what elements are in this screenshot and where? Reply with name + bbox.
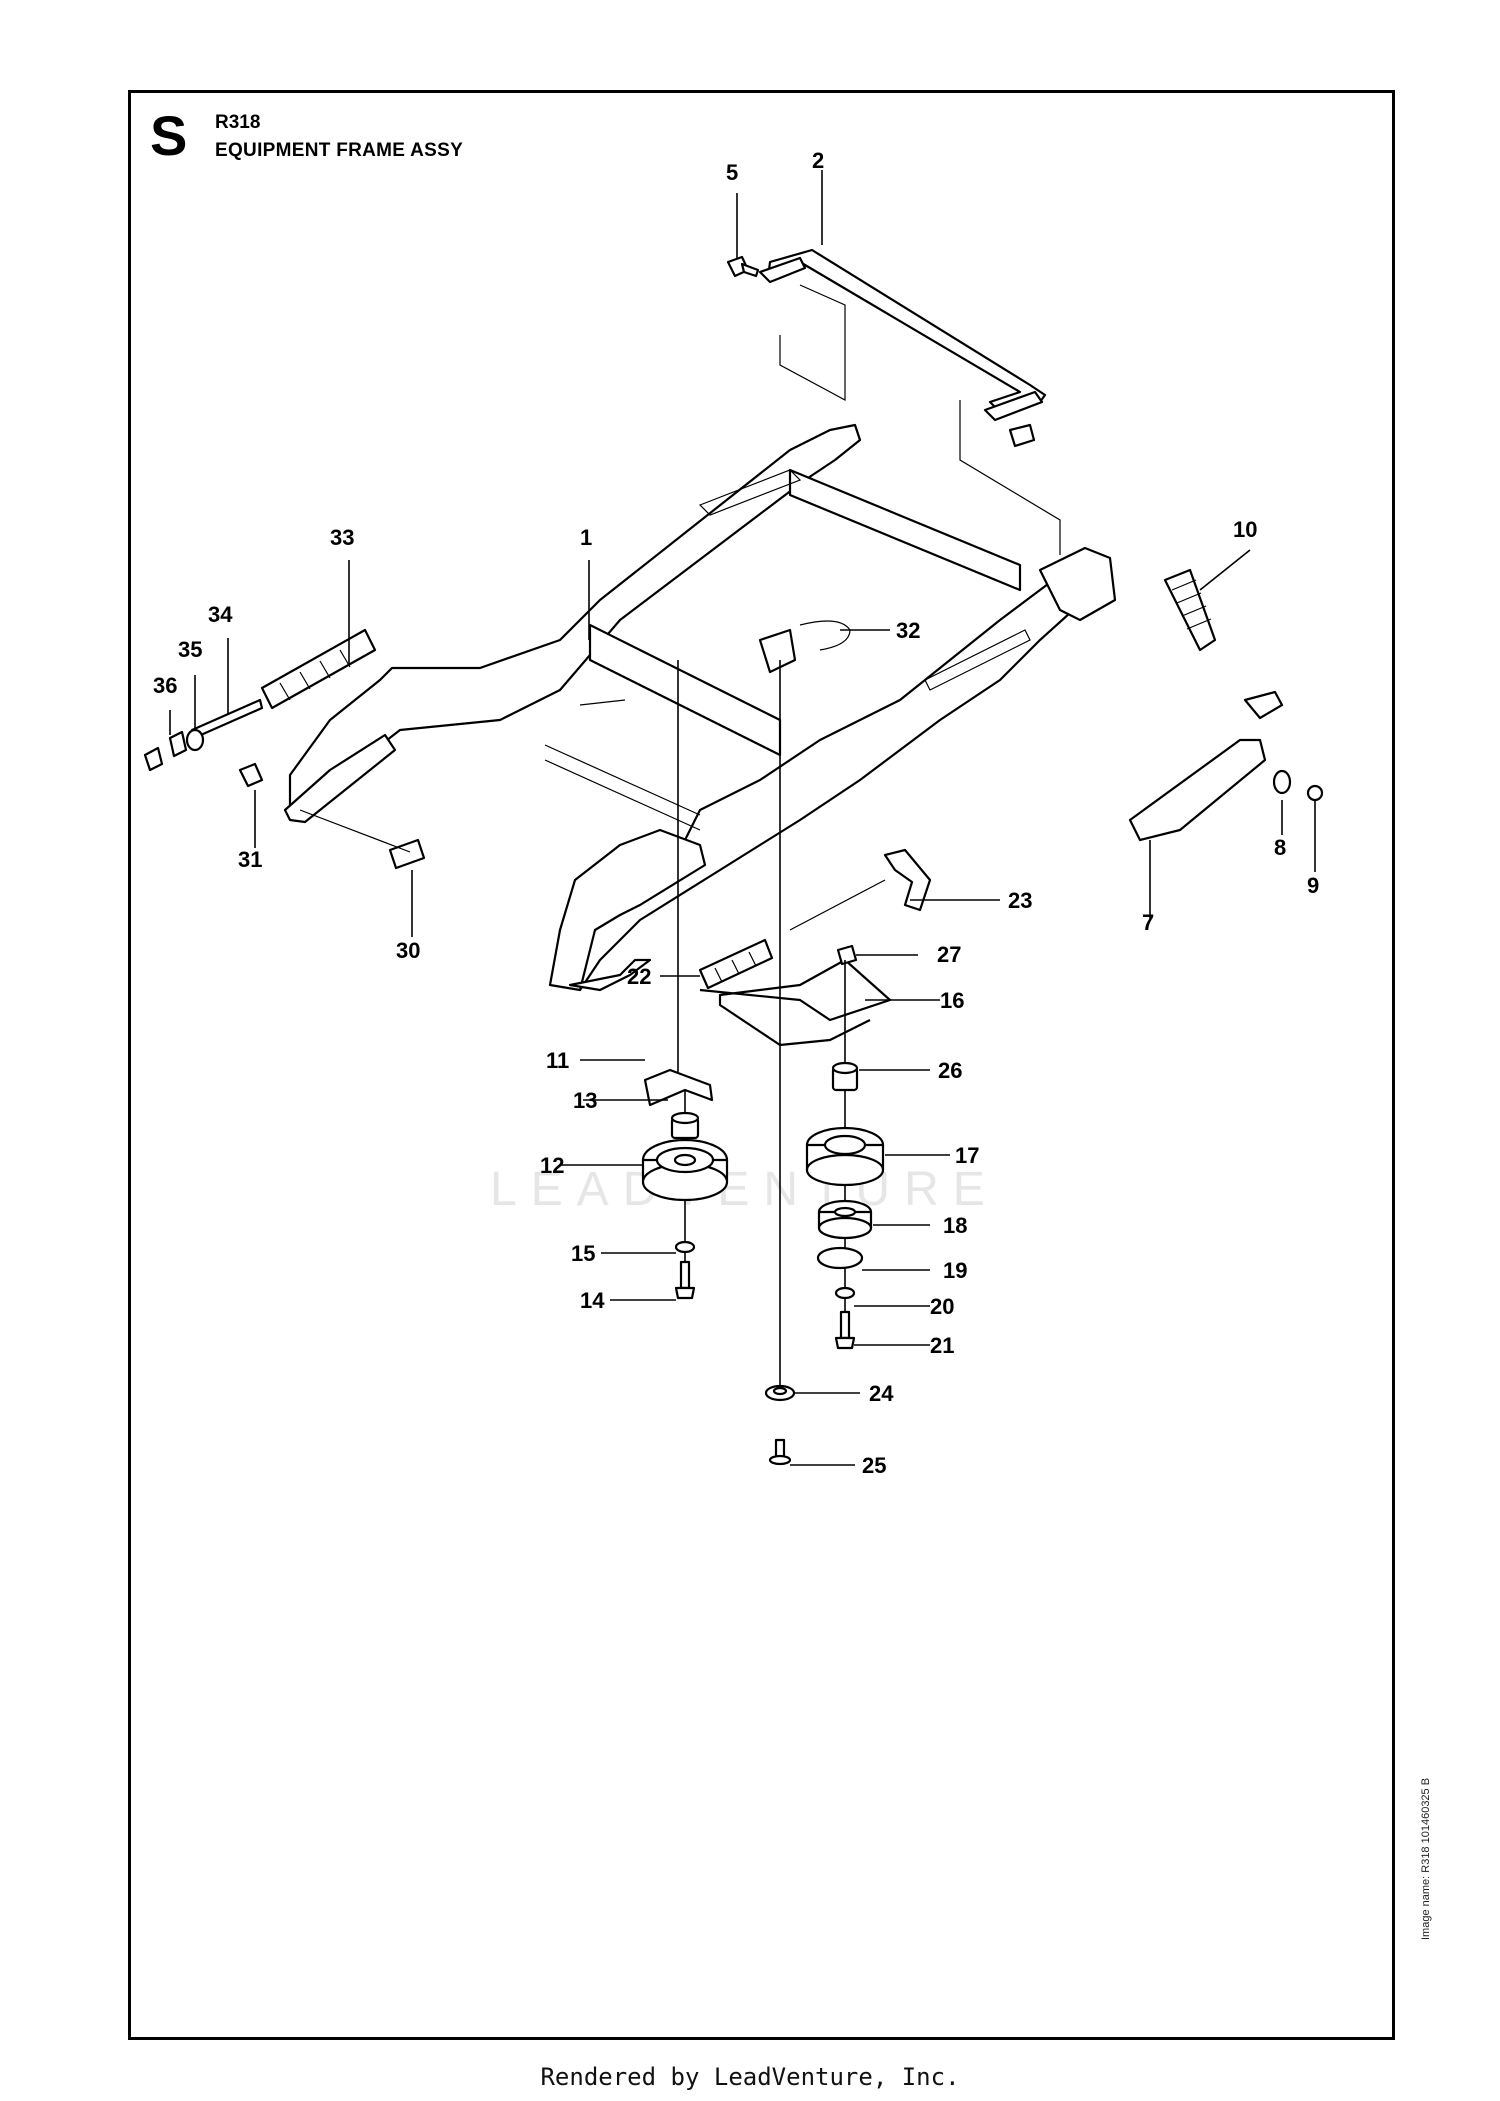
diagram-title: EQUIPMENT FRAME ASSY bbox=[215, 140, 464, 161]
part-7-lever bbox=[1128, 690, 1284, 842]
callout-24: 24 bbox=[869, 1381, 894, 1406]
part-13-spacer bbox=[670, 1111, 700, 1140]
part-2-bolt bbox=[1008, 423, 1036, 448]
callout-5: 5 bbox=[726, 160, 738, 185]
part-25-screw bbox=[768, 1438, 792, 1466]
callout-27: 27 bbox=[937, 942, 961, 967]
part-32-pin bbox=[758, 620, 851, 674]
callout-2: 2 bbox=[812, 148, 824, 173]
callout-leaders bbox=[169, 170, 1316, 1466]
callout-19: 19 bbox=[943, 1258, 967, 1283]
watermark-text: LEADVENTURE bbox=[490, 1163, 999, 1216]
part-5-bolt bbox=[726, 255, 760, 278]
part-2-bar bbox=[758, 248, 1047, 422]
callout-26: 26 bbox=[938, 1058, 962, 1083]
callout-23: 23 bbox=[1008, 888, 1032, 913]
assembly-guide bbox=[779, 284, 846, 402]
part-34-bolt bbox=[190, 698, 264, 740]
part-24-washer bbox=[764, 1384, 796, 1402]
part-1-lift-arm bbox=[283, 733, 707, 992]
callout-32: 32 bbox=[896, 618, 920, 643]
part-21-bolt bbox=[834, 1310, 856, 1350]
part-8-washer bbox=[1272, 769, 1292, 795]
section-letter: S bbox=[150, 104, 188, 167]
part-26-spacer bbox=[831, 1061, 859, 1092]
model-number: R318 bbox=[215, 112, 261, 133]
callout-16: 16 bbox=[940, 988, 964, 1013]
callout-25: 25 bbox=[862, 1453, 886, 1478]
diagram-frame bbox=[128, 90, 1395, 2040]
callout-11: 11 bbox=[546, 1048, 569, 1073]
callout-18: 18 bbox=[943, 1213, 967, 1238]
callout-30: 30 bbox=[396, 938, 420, 963]
callout-13: 13 bbox=[573, 1088, 597, 1113]
part-33-spring bbox=[260, 628, 377, 710]
callout-8: 8 bbox=[1274, 835, 1286, 860]
part-36-nut bbox=[143, 746, 164, 772]
callout-20: 20 bbox=[930, 1294, 954, 1319]
callout-36: 36 bbox=[153, 673, 177, 698]
part-17-pulley bbox=[805, 1126, 885, 1187]
part-18-bearing bbox=[817, 1199, 873, 1240]
part-36-nut bbox=[168, 730, 188, 758]
assembly-guide bbox=[959, 400, 1061, 555]
callout-labels: 5 2 1 33 34 35 36 31 30 32 10 8 9 7 23 2… bbox=[153, 148, 1319, 1478]
part-9-screw bbox=[1306, 784, 1324, 802]
part-15-washer bbox=[674, 1240, 696, 1254]
footer-credit: Rendered by LeadVenture, Inc. bbox=[540, 2063, 960, 2091]
part-27-nut bbox=[836, 944, 858, 966]
callout-22: 22 bbox=[627, 964, 651, 989]
part-35-washer bbox=[185, 728, 205, 752]
callout-1: 1 bbox=[580, 525, 592, 550]
callout-9: 9 bbox=[1307, 873, 1319, 898]
callout-7: 7 bbox=[1142, 910, 1154, 935]
part-11-cover bbox=[643, 1068, 714, 1107]
callout-12: 12 bbox=[540, 1153, 564, 1178]
callout-17: 17 bbox=[955, 1143, 979, 1168]
callout-14: 14 bbox=[580, 1288, 605, 1313]
part-14-bolt bbox=[674, 1260, 696, 1300]
callout-21: 21 bbox=[930, 1333, 954, 1358]
part-22-spring bbox=[698, 938, 774, 990]
assembly-line bbox=[299, 809, 411, 853]
callout-35: 35 bbox=[178, 637, 202, 662]
part-19-snap-ring bbox=[816, 1246, 864, 1270]
part-10-spring bbox=[1163, 568, 1217, 652]
part-20-washer bbox=[834, 1286, 856, 1300]
part-31-nut bbox=[238, 762, 264, 788]
callout-34: 34 bbox=[208, 602, 233, 627]
part-23-cable-handle bbox=[789, 848, 932, 931]
callout-10: 10 bbox=[1233, 517, 1257, 542]
part-30-bolt bbox=[388, 838, 426, 870]
callout-33: 33 bbox=[330, 525, 354, 550]
part-1-frame bbox=[288, 423, 1117, 992]
callout-15: 15 bbox=[571, 1241, 595, 1266]
callout-31: 31 bbox=[238, 847, 262, 872]
part-12-pulley bbox=[641, 1138, 729, 1202]
